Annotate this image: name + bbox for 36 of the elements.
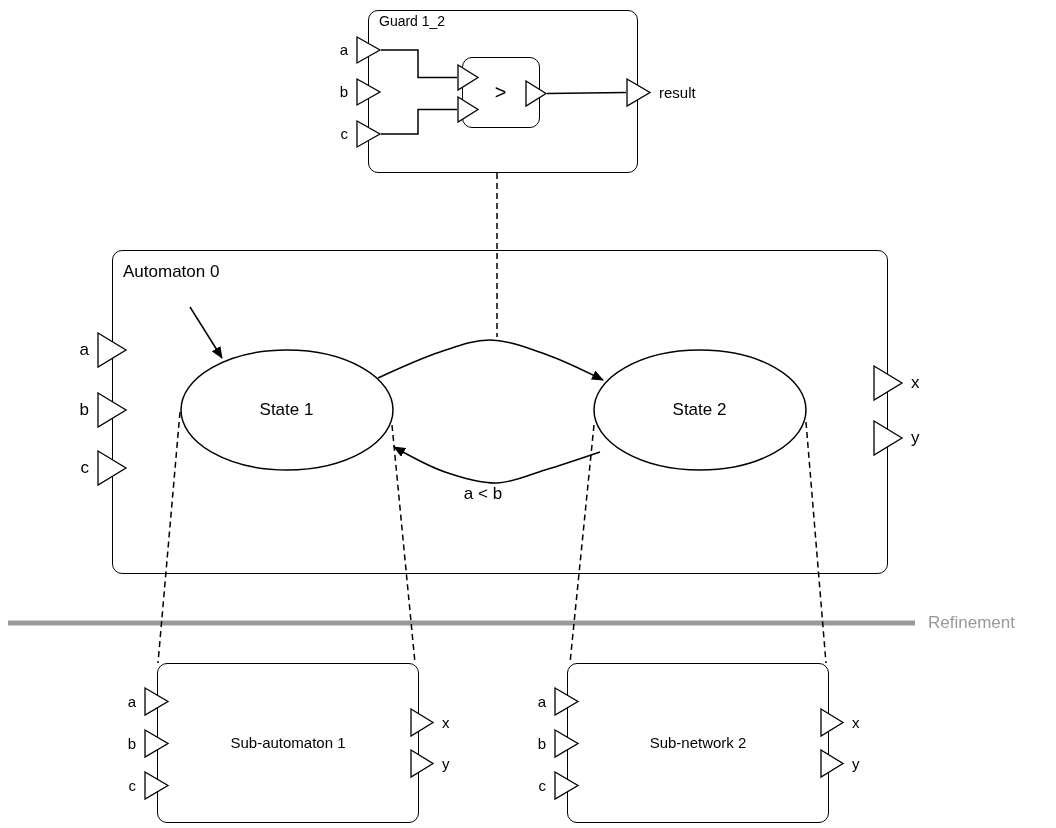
port-label: y <box>852 755 860 772</box>
wire <box>546 91 627 95</box>
port-label: a <box>339 41 348 59</box>
divider-label: Refinement <box>928 613 1015 633</box>
port-label: b <box>79 400 89 420</box>
port-label: a <box>127 693 136 710</box>
port-label: b <box>537 735 546 752</box>
port-label: b <box>127 735 136 752</box>
port-label: result <box>659 84 696 101</box>
block-title: Guard 1_2 <box>379 14 446 30</box>
dashed-link <box>496 172 498 338</box>
port-label: x <box>911 373 920 393</box>
wire <box>380 108 458 135</box>
port-label: y <box>442 755 450 772</box>
block-box <box>112 250 888 574</box>
wire <box>380 49 458 79</box>
port-label: c <box>538 777 546 794</box>
transition-arrow <box>189 306 223 359</box>
block-label: Sub-automaton 1 <box>230 734 346 752</box>
port-label: b <box>339 83 348 101</box>
transition-arrow <box>393 446 601 484</box>
dashed-link <box>805 421 827 664</box>
transition-arrow <box>377 339 604 381</box>
state-label: State 1 <box>259 400 314 419</box>
block-title: Automaton 0 <box>123 263 220 282</box>
port-label: a <box>79 340 89 360</box>
port-label: c <box>340 125 348 143</box>
operator-symbol: > <box>494 81 507 103</box>
port-label: y <box>911 428 920 448</box>
port-label: a <box>537 693 546 710</box>
port-label: x <box>852 714 860 731</box>
port-label: c <box>128 777 136 794</box>
state-label: State 2 <box>672 400 727 419</box>
block-label: Sub-network 2 <box>649 734 747 752</box>
port-label: c <box>80 458 89 478</box>
port-label: x <box>442 714 450 731</box>
